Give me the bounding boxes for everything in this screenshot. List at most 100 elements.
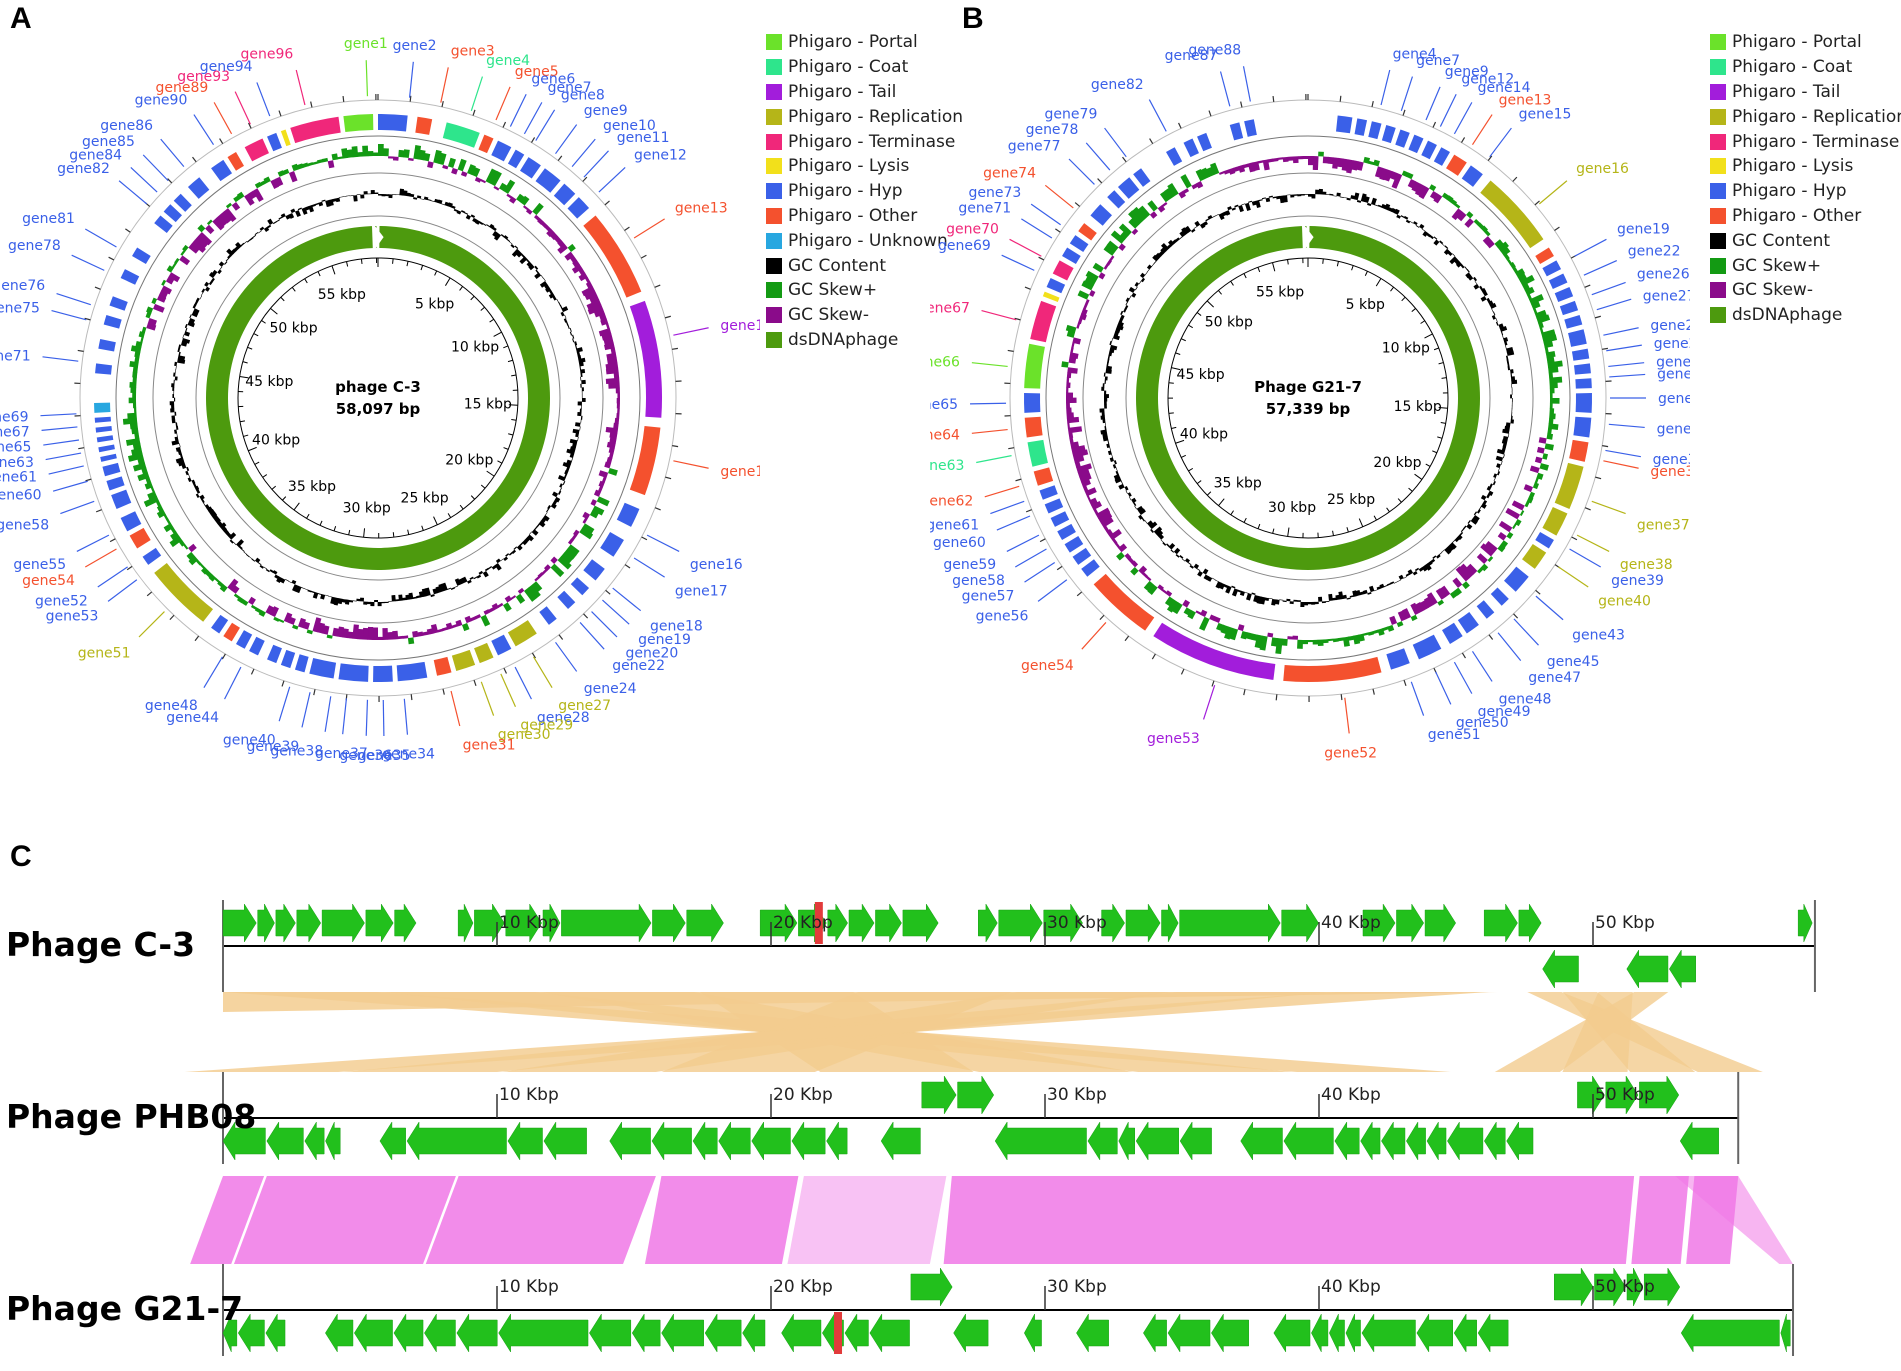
panel-a-gc-content-bar: [450, 587, 455, 590]
panel-a-gc-content-bar: [418, 591, 424, 598]
panel-b-gc-content-bar: [1115, 467, 1118, 472]
panel-b-gc-content-bar: [1123, 308, 1127, 313]
panel-a-gc-content-bar: [550, 503, 557, 509]
scale-label: 20 Kbp: [773, 1085, 833, 1105]
panel-a-gc-content-bar: [332, 198, 337, 202]
panel-b-legend-item: Phigaro - Tail: [1710, 80, 1901, 105]
panel-a-gc-content-bar: [500, 233, 505, 238]
panel-a-gc-content-bar: [531, 529, 539, 536]
panel-a-gc-content-bar: [252, 234, 257, 239]
panel-b-gc-content-bar: [1304, 193, 1309, 195]
panel-b-gc-content-bar: [1412, 571, 1418, 576]
panel-b-gc-content-bar: [1138, 508, 1146, 516]
panel-b-gc-skew-bar: [1077, 468, 1090, 478]
panel-b-gene-leader: [984, 485, 1020, 498]
panel-a-gc-skew-bar: [288, 171, 298, 183]
panel-a-gc-skew-bar: [127, 452, 144, 462]
panel-b-legend-swatch: [1710, 282, 1726, 299]
panel-b-gc-content-bar: [1386, 582, 1391, 586]
panel-a-gc-content-bar: [174, 369, 177, 374]
panel-a-gc-content-bar: [569, 438, 578, 445]
panel-a-gc-skew-bar: [567, 544, 580, 556]
panel-b-gc-content-bar: [1162, 541, 1167, 546]
panel-a-gc-skew-bar: [441, 626, 448, 632]
panel-a-gene-leader: [193, 114, 215, 146]
panel-a-scale-tick: [270, 307, 278, 315]
panel-b-gc-content-bar: [1153, 260, 1157, 265]
cds-arrow: [1484, 1121, 1506, 1161]
panel-b-scale-tick: [1346, 527, 1349, 533]
scale-label: 30 Kbp: [1047, 1085, 1107, 1105]
panel-a-gc-content-bar: [557, 475, 566, 482]
panel-b-gc-content-bar: [1502, 436, 1509, 441]
panel-a-gc-content-bar: [348, 599, 354, 603]
panel-b-gene-label: gene61: [930, 518, 979, 534]
panel-b-gc-skew-bar: [1118, 223, 1132, 237]
panel-b-center-length: 57,339 bp: [1266, 400, 1351, 418]
panel-b-gene-label: gene14: [1478, 80, 1531, 96]
panel-a-gc-skew-bar: [129, 360, 139, 368]
panel-a-gc-skew-bar: [509, 196, 517, 204]
panel-a-gene-label: gene37: [315, 746, 368, 762]
panel-b-gc-content-bar: [1328, 593, 1333, 601]
panel-b-cds-arrow: [1044, 498, 1064, 514]
panel-b-gc-skew-bar: [1423, 596, 1434, 608]
panel-b-gc-content-bar: [1225, 585, 1232, 594]
panel-a-cds-arrow: [535, 168, 561, 193]
panel-b-legend-label: Phigaro - Coat: [1732, 57, 1853, 78]
panel-a-gc-content-bar: [328, 595, 333, 598]
panel-a-gc-content-bar: [521, 539, 528, 546]
panel-b-gene-label: gene54: [1021, 658, 1074, 674]
panel-a-cds-arrow: [451, 649, 476, 671]
panel-b-gc-skew-bar: [1539, 463, 1549, 471]
panel-a-gene-leader: [583, 150, 609, 178]
cds-arrow: [507, 1121, 543, 1161]
panel-b-gc-content-bar: [1144, 520, 1148, 524]
panel-a-gc-skew-bar: [606, 352, 617, 360]
panel-b-gc-content-bar: [1152, 254, 1160, 262]
panel-b-gc-skew-bar: [1549, 392, 1553, 399]
cds-arrow: [589, 1313, 632, 1353]
panel-a-gc-skew-bar: [578, 272, 588, 282]
panel-a-gc-skew-bar: [231, 585, 240, 594]
panel-a-gc-skew-bar: [194, 235, 208, 249]
panel-b-gc-skew-bar: [1548, 366, 1559, 374]
panel-a-gc-content-bar: [556, 298, 559, 303]
panel-a-gc-skew-bar: [214, 577, 220, 583]
panel-b-gc-content-bar: [1234, 204, 1239, 208]
panel-a-gc-content-bar: [557, 490, 562, 495]
panel-b-gc-content-bar: [1116, 324, 1124, 331]
panel-b-track-ring: [1125, 215, 1491, 581]
panel-a-gc-skew-bar: [590, 499, 597, 506]
panel-a-gene-label: gene67: [0, 425, 30, 441]
panel-b-gene-leader: [1219, 71, 1231, 107]
panel-b-gc-skew-bar: [1095, 507, 1111, 519]
panel-a-outer-tick: [503, 667, 508, 674]
panel-a-outer-tick: [654, 507, 661, 511]
panel-b-gc-content-bar: [1275, 599, 1280, 605]
panel-b-gc-content-bar: [1134, 282, 1140, 287]
panel-a-gc-content-bar: [276, 219, 280, 223]
panel-b-gc-content-bar: [1187, 562, 1192, 566]
panel-a-gc-skew-bar: [166, 518, 172, 525]
panel-a-gc-content-bar: [574, 341, 578, 346]
panel-a-gc-content-bar: [395, 599, 400, 602]
panel-a-scale-tick: [420, 265, 424, 271]
panel-b-gc-skew-bar: [1407, 179, 1416, 189]
panel-a-cds-arrow: [95, 426, 112, 433]
cds-arrow: [1281, 903, 1319, 943]
panel-a-gc-content-bar: [578, 361, 584, 367]
panel-a-gc-content-bar: [575, 347, 583, 353]
panel-a-outer-tick: [502, 121, 507, 128]
panel-b-gc-content-bar: [1155, 252, 1162, 259]
panel-b-gc-content-bar: [1511, 387, 1513, 392]
panel-b-scale-tick: [1230, 510, 1234, 516]
panel-a-gc-content-bar: [519, 256, 528, 265]
panel-a-gc-skew-bar: [347, 631, 354, 639]
panel-b-gc-content-bar: [1100, 429, 1108, 435]
panel-a-gc-content-bar: [341, 598, 347, 603]
panel-b-gc-skew-bar: [1292, 635, 1299, 640]
panel-b-gc-content-bar: [1111, 337, 1114, 342]
panel-a-gene-label: gene30: [498, 727, 551, 743]
panel-b-gc-skew-bar: [1302, 639, 1308, 645]
